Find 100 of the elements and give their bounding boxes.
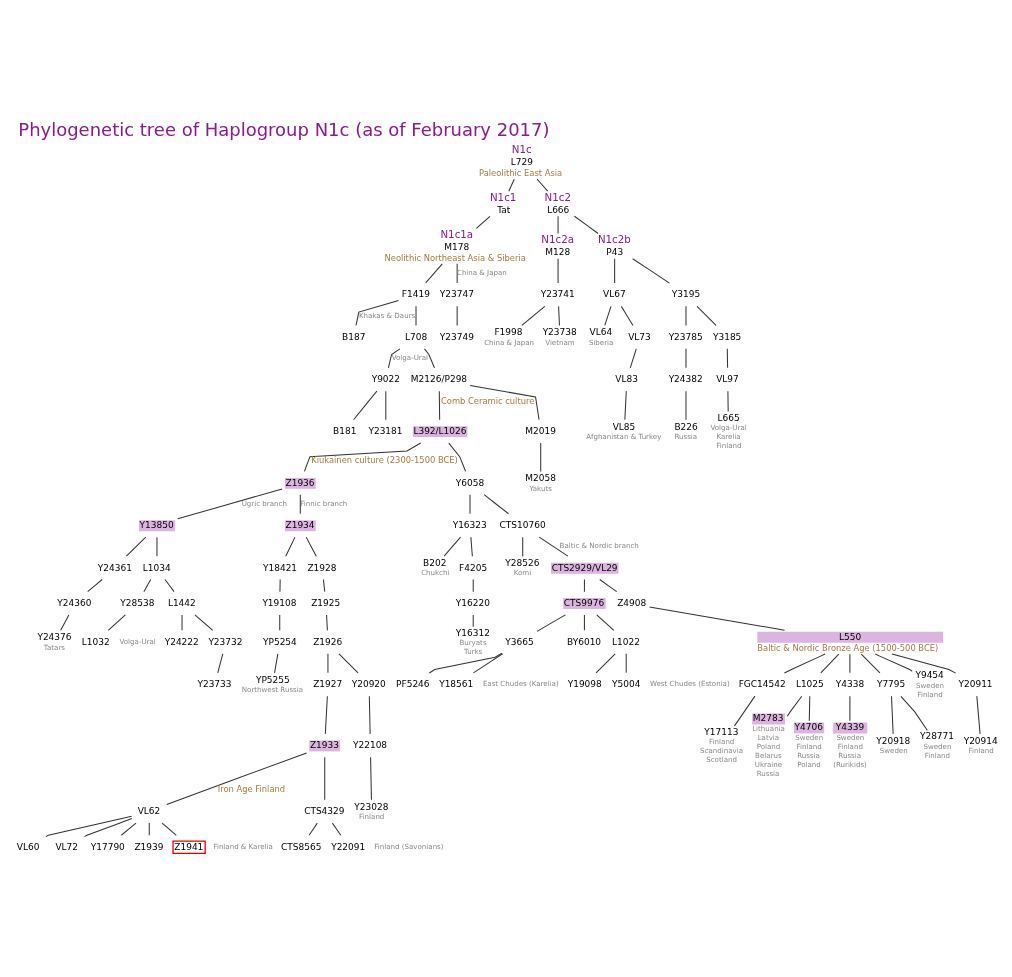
connector xyxy=(696,305,717,326)
node-text: Y5004 xyxy=(612,679,641,690)
connector xyxy=(557,258,559,284)
node-box-text: L392/L1026 xyxy=(412,426,468,438)
node-text: BY6010 xyxy=(567,636,602,647)
node-text: VL73 xyxy=(628,331,651,342)
node-text: Y6058 xyxy=(455,477,485,488)
node-text: Z1926 xyxy=(313,636,343,647)
connector xyxy=(438,390,441,421)
node-text: Y23749 xyxy=(439,331,474,342)
node-text: Y16220 xyxy=(455,597,490,608)
connector xyxy=(274,653,279,674)
connector xyxy=(632,258,670,284)
connector xyxy=(536,178,549,192)
node-text: L665 xyxy=(717,412,740,423)
connector xyxy=(331,822,342,836)
node-text: Y22108 xyxy=(353,740,388,751)
edge-label: Iron Age Finland xyxy=(217,783,286,794)
node-box: CTS9976 xyxy=(563,598,606,609)
connector xyxy=(483,494,510,515)
node-text: Y23732 xyxy=(208,636,243,647)
node-text: YP5254 xyxy=(263,636,297,647)
connector xyxy=(808,695,811,722)
connector xyxy=(472,614,474,628)
node-text: Y3195 xyxy=(671,289,701,300)
connector xyxy=(900,695,928,731)
node-text: Y28771 xyxy=(919,731,955,742)
connector xyxy=(522,536,524,557)
connector xyxy=(177,488,283,520)
node-text: Y19098 xyxy=(567,679,602,690)
connector xyxy=(368,695,371,735)
connector xyxy=(161,822,177,836)
connector xyxy=(595,653,616,674)
node-box: Z1934 xyxy=(284,520,316,532)
node-text: Y20920 xyxy=(351,679,386,690)
connector xyxy=(305,536,317,557)
node-text: YP5255 xyxy=(255,674,290,685)
connector xyxy=(583,578,585,593)
connector xyxy=(596,614,615,631)
node-text: VL83 xyxy=(615,374,638,385)
connector xyxy=(326,614,328,631)
connector xyxy=(456,305,458,326)
connector xyxy=(820,653,840,674)
node-box: L550 xyxy=(757,631,944,643)
node-text: B187 xyxy=(342,331,366,342)
node-text: Y28526 xyxy=(505,558,540,569)
connector xyxy=(727,390,729,413)
node-label: Paleolithic East Asia xyxy=(479,167,563,178)
node-text: Y9454 xyxy=(915,670,944,681)
connector xyxy=(285,536,296,557)
node-text: VL85 xyxy=(612,421,636,432)
node-text: Y23747 xyxy=(439,289,474,300)
node-text: Y17790 xyxy=(90,841,125,852)
node-text: Y20914 xyxy=(963,735,998,746)
node-text: Y3665 xyxy=(505,636,534,647)
connector xyxy=(45,815,133,838)
connector xyxy=(327,653,329,674)
connector xyxy=(540,442,542,472)
node-text: L708 xyxy=(405,331,428,342)
connector xyxy=(424,348,435,369)
connector xyxy=(614,258,616,284)
connector xyxy=(472,578,474,593)
connector xyxy=(783,653,826,674)
connector xyxy=(536,614,566,632)
node-text: L1022 xyxy=(612,636,640,647)
node-text: N1c1a M178 xyxy=(440,228,474,253)
connector xyxy=(538,536,569,557)
node-text: FGC14542 xyxy=(738,679,786,690)
connector xyxy=(448,442,467,472)
node-text: Y24376 xyxy=(37,632,72,643)
node-text: L1034 xyxy=(142,562,171,573)
connector xyxy=(620,305,634,326)
connector xyxy=(194,614,214,631)
node-text: Y18561 xyxy=(439,679,474,690)
connector xyxy=(583,614,585,631)
connector xyxy=(976,695,981,735)
connector xyxy=(143,578,152,593)
node-text: Y20918 xyxy=(876,735,911,746)
node-text: Y19108 xyxy=(262,597,297,608)
node-text: PF5246 xyxy=(396,679,430,690)
connector xyxy=(874,653,913,672)
node-text: CTS10760 xyxy=(499,520,546,531)
node-label: Neolithic Northeast Asia & Siberia xyxy=(384,252,526,263)
node-text: VL97 xyxy=(716,374,739,385)
node-text: VL67 xyxy=(603,289,626,300)
connector xyxy=(573,215,599,235)
connector xyxy=(338,653,359,674)
node-text: L1032 xyxy=(81,636,110,647)
connector xyxy=(472,653,504,674)
connector xyxy=(624,390,627,421)
node-text: CTS4329 xyxy=(304,806,345,817)
node-text: M2019 xyxy=(525,425,556,436)
node-text: VL62 xyxy=(137,806,161,817)
connector xyxy=(469,385,540,421)
node-text: Y23738 xyxy=(542,327,577,338)
node-text: N1c1 Tat xyxy=(489,191,517,215)
connector xyxy=(322,578,326,593)
connector xyxy=(166,752,308,805)
connector xyxy=(324,756,326,801)
connector xyxy=(625,653,627,674)
